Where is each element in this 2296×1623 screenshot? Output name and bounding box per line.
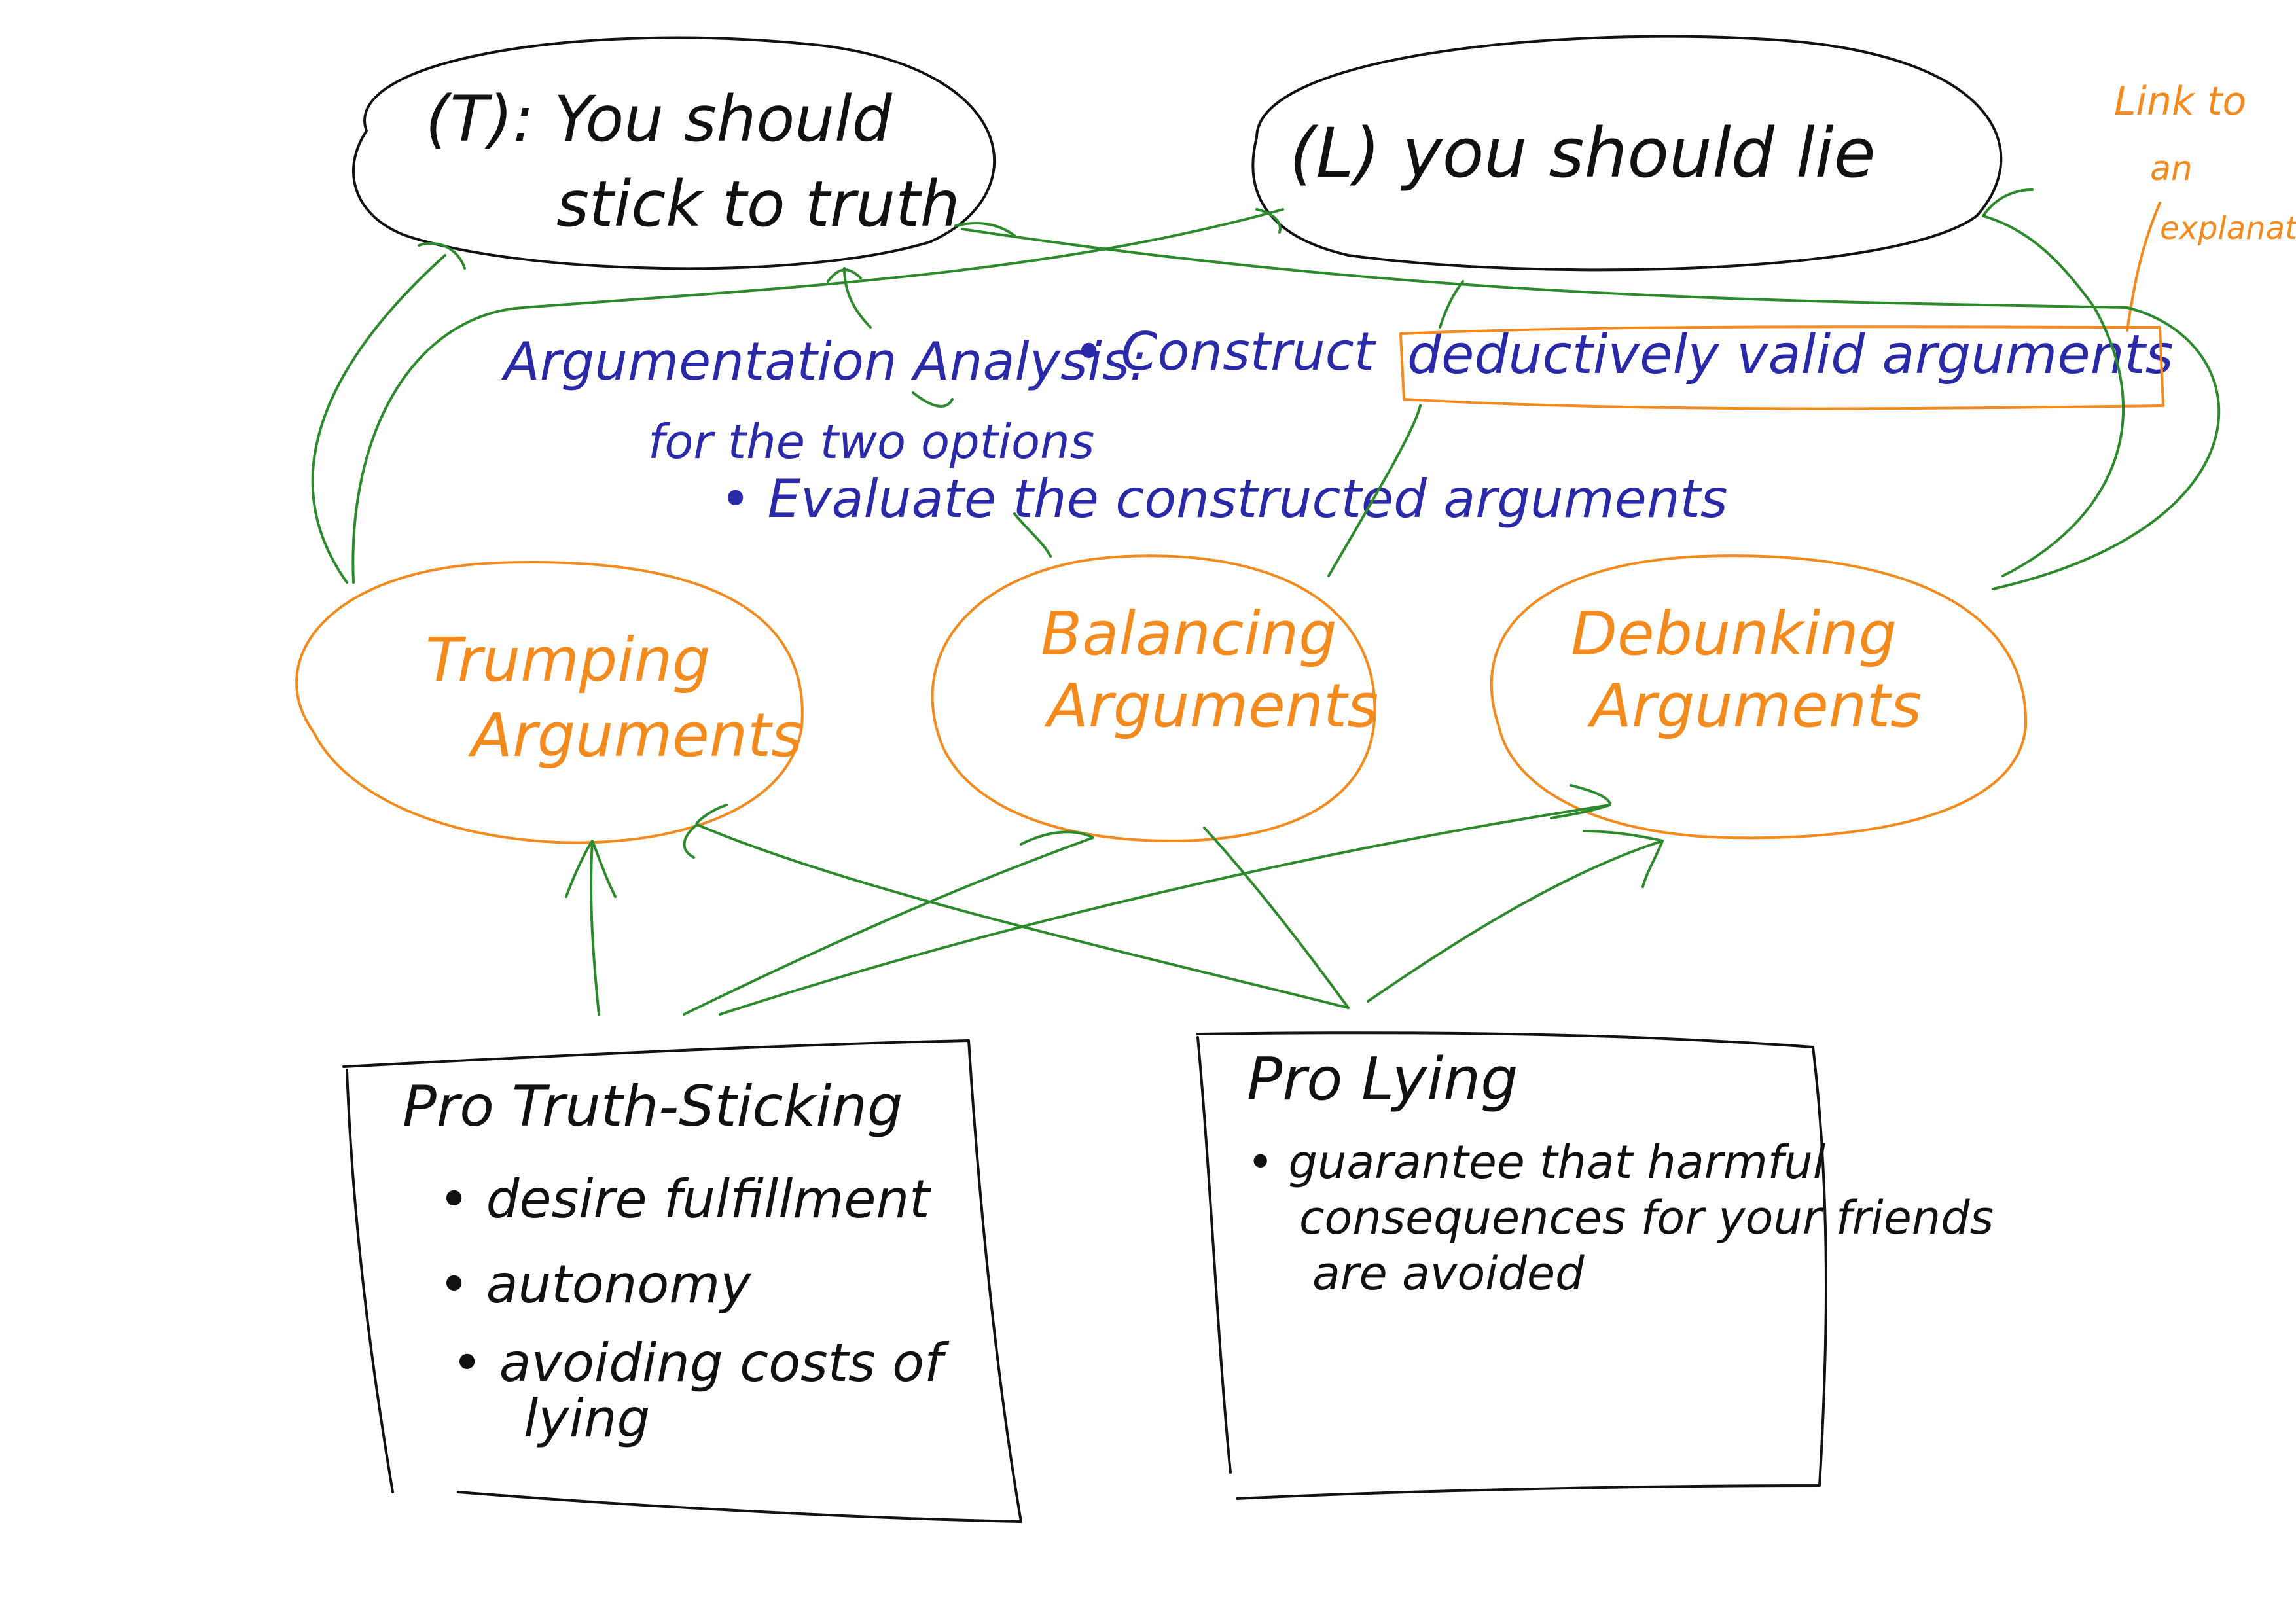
argument-type-debunking: Debunking Arguments — [1490, 554, 2028, 840]
arrow-prolying-to-trumping — [696, 823, 1350, 1009]
side-note-line1: Link to — [2114, 79, 2246, 124]
analysis-bullet-construct: • Construct — [1073, 321, 1376, 382]
arrow-trumping-to-lie-head — [1255, 208, 1282, 234]
analysis-lead: Argumentation Analysis: — [501, 331, 1147, 392]
arrow-analysis-to-truth-head — [827, 268, 862, 283]
arrow-debunking-to-truth — [961, 228, 2221, 590]
argument-type-balancing-ellipse — [931, 554, 1376, 842]
pro-truth-title: Pro Truth-Sticking — [403, 1074, 903, 1139]
arrow-protruth-to-trumping — [590, 840, 600, 1016]
option-lie: (L) you should lie — [1251, 35, 2003, 272]
arrow-protruth-to-balancing — [683, 836, 1094, 1016]
argument-type-debunking-ellipse — [1490, 554, 2028, 840]
arrow-balancing-to-lie — [1327, 404, 1422, 577]
arrow-analysis-to-truth — [843, 267, 872, 329]
arrow-protruth-to-trumping-head — [565, 840, 617, 898]
argument-type-trumping: Trumping Arguments — [295, 561, 804, 844]
analysis-highlight-box — [1399, 325, 2164, 410]
argument-type-balancing-line1: Balancing — [1041, 599, 1337, 669]
argument-type-trumping-ellipse — [295, 561, 804, 844]
option-truth-line1: (T): You should — [425, 82, 893, 156]
pro-lying-box: Pro Lying • guarantee that harmful conse… — [1196, 1031, 1994, 1500]
arrow-prolying-to-debunking-head — [1583, 830, 1664, 888]
analysis-line3: • Evaluate the constructed arguments — [720, 469, 1728, 529]
analysis-highlight: deductively valid arguments — [1407, 324, 2174, 386]
arrow-protruth-to-debunking-head — [1550, 784, 1611, 819]
pro-truth-box: Pro Truth-Sticking • desire fulfillment … — [342, 1039, 1022, 1523]
side-note-connector — [2126, 202, 2161, 332]
argument-type-debunking-line2: Arguments — [1587, 671, 1922, 741]
arrow-prolying-to-trumping-head — [683, 804, 728, 859]
arrow-protruth-to-debunking — [719, 804, 1611, 1016]
arrow-debunking-to-lie-head — [1982, 188, 2034, 217]
arrow-trumping-to-truth-head — [418, 241, 466, 270]
pro-truth-item-1: • desire fulfillment — [439, 1169, 931, 1230]
pro-lying-title: Pro Lying — [1247, 1045, 1518, 1114]
pro-lying-item-2: consequences for your friends — [1299, 1191, 1994, 1245]
arrow-hook-analysis — [912, 391, 954, 408]
side-note-line2: an — [2150, 149, 2193, 188]
option-truth-line2: stick to truth — [556, 168, 960, 241]
pro-lying-item-1: • guarantee that harmful — [1247, 1135, 1826, 1189]
pro-truth-item-4: lying — [524, 1388, 650, 1449]
arrow-analysis-to-lie — [1439, 280, 1464, 329]
side-note: Link to an explanation — [2114, 79, 2296, 332]
side-note-line3: explanation — [2160, 210, 2296, 247]
pro-truth-item-3: • avoiding costs of — [452, 1332, 950, 1393]
green-arrows — [311, 188, 2221, 1016]
option-lie-ellipse — [1251, 35, 2003, 272]
arrow-protruth-to-balancing-head — [1020, 830, 1094, 846]
argument-type-trumping-line2: Arguments — [468, 700, 802, 770]
arrow-prolying-to-balancing — [1203, 827, 1350, 1009]
arrow-debunking-to-lie — [1982, 215, 2125, 577]
argument-type-balancing-line2: Arguments — [1044, 671, 1378, 741]
pro-truth-box-frame — [342, 1039, 1022, 1523]
argument-type-trumping-line1: Trumping — [425, 625, 710, 695]
pro-lying-box-frame — [1196, 1031, 1827, 1500]
analysis-line2: for the two options — [648, 414, 1094, 469]
arrow-trumping-to-truth — [311, 254, 446, 584]
option-lie-line1: (L) you should lie — [1289, 113, 1876, 193]
arrow-debunking-to-truth-head — [954, 221, 1016, 237]
option-truth-ellipse — [352, 36, 996, 270]
analysis-note: Argumentation Analysis: • Construct dedu… — [501, 321, 2174, 529]
argument-type-balancing: Balancing Arguments — [931, 554, 1378, 842]
pro-truth-item-2: • autonomy — [439, 1254, 752, 1315]
option-truth: (T): You should stick to truth — [352, 36, 996, 270]
arrow-prolying-to-debunking — [1367, 840, 1664, 1003]
arrow-trumping-to-lie — [351, 208, 1284, 584]
argument-type-debunking-line1: Debunking — [1571, 599, 1897, 669]
arrow-hook-evaluate — [1013, 512, 1052, 558]
pro-lying-item-3: are avoided — [1312, 1247, 1585, 1300]
